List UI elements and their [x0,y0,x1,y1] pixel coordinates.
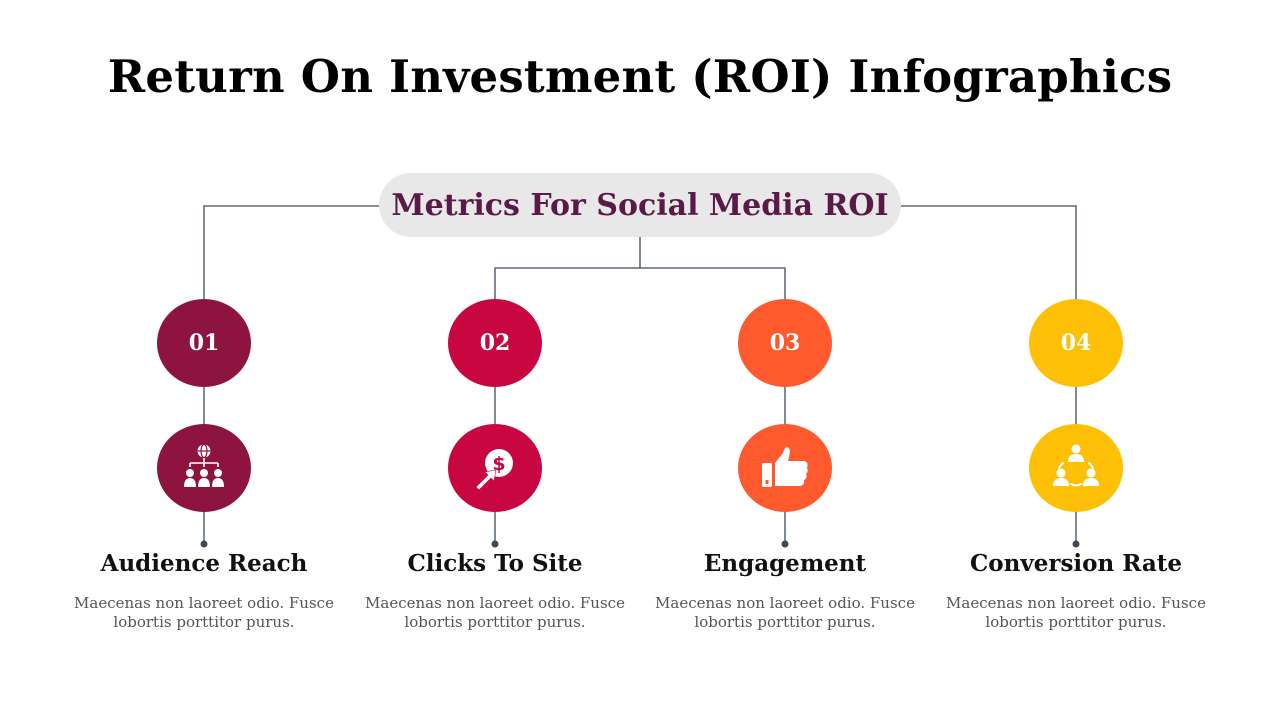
number-circle-03: 03 [738,299,832,387]
number-circle-02: 02 [448,299,542,387]
click-dollar-icon: $ [475,449,513,491]
people-cycle-icon [1053,444,1099,487]
metric-label-01: Audience Reach [100,550,308,577]
metric-desc-01: Maecenas non laoreet odio. Fusce loborti… [74,594,334,631]
thumbs-up-icon [762,447,808,487]
metric-label-02: Clicks To Site [407,550,583,577]
audience-network-icon [184,443,224,487]
dot-01 [200,540,208,548]
icon-circle-03 [738,424,832,512]
metric-desc-04: Maecenas non laoreet odio. Fusce loborti… [946,594,1206,631]
number-circle-01: 01 [157,299,251,387]
dot-04 [1072,540,1080,548]
metric-label-03: Engagement [703,550,867,577]
center-metric-pill: Metrics For Social Media ROI [379,173,901,237]
number-label: 03 [769,330,801,356]
connector-02-03 [494,267,786,300]
metric-desc-03: Maecenas non laoreet odio. Fusce loborti… [655,594,915,631]
metric-label-04: Conversion Rate [969,550,1183,577]
metric-desc-02: Maecenas non laoreet odio. Fusce loborti… [365,594,625,631]
number-circle-04: 04 [1029,299,1123,387]
center-metric-label: Metrics For Social Media ROI [391,187,889,223]
dot-03 [781,540,789,548]
number-label: 01 [188,330,220,356]
connector-04 [901,205,1077,300]
number-label: 02 [479,330,511,356]
number-label: 04 [1060,330,1092,356]
icon-circle-01 [157,424,251,512]
svg-text:$: $ [492,453,505,475]
connector-01 [203,205,379,300]
dot-02 [491,540,499,548]
page-title: Return On Investment (ROI) Infographics [107,50,1173,103]
icon-circle-04 [1029,424,1123,512]
icon-circle-02: $ [448,424,542,512]
